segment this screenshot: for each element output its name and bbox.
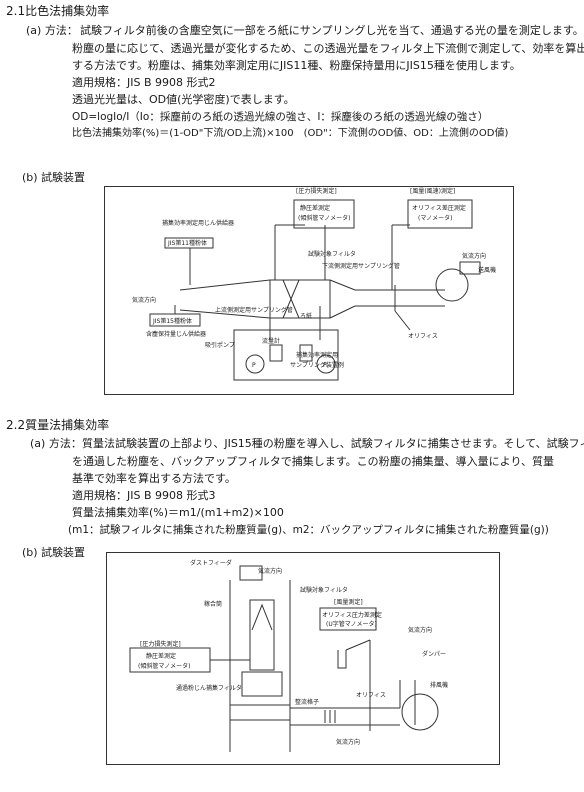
- d2-airflow-top: 気流方向: [258, 567, 282, 575]
- d2-static-pressure: 静圧差測定: [146, 652, 176, 660]
- d1-jis11: JIS第11種粉体: [167, 239, 207, 247]
- d1-pump-symbol-1: P: [252, 362, 256, 369]
- d1-airflow-out: 気流方向: [462, 252, 486, 260]
- d1-incline-manometer: (傾斜管マノメータ): [298, 214, 351, 222]
- d1-orifice: オリフィス: [408, 333, 438, 340]
- d1-sampler-2: サンプリング装置例: [290, 361, 344, 369]
- section-2-1-line-2: 粉塵の量に応じて、透過光量が変化するため、この透過光量をフィルタ上下流側で測定し…: [72, 42, 584, 55]
- d1-jis15: JIS第15種粉体: [152, 317, 192, 325]
- section-2-2-line-4: 適用規格：JIS B 9908 形式3: [72, 489, 216, 502]
- d2-backup-filter: 通過粉じん捕集フィルタ: [176, 684, 242, 692]
- diagram-2-frame: [106, 552, 500, 765]
- apparatus-label-2-2: (b) 試験装置: [22, 546, 86, 559]
- section-2-1-line-1: 試験フィルタ前後の含塵空気に一部をろ紙にサンプリングし光を当て、通過する光の量を…: [80, 24, 584, 37]
- section-2-1-line-4: 適用規格：JIS B 9908 形式2: [72, 76, 216, 89]
- d1-static-pressure: 静圧差測定: [300, 204, 330, 212]
- section-2-2-heading: 2.2質量法捕集効率: [6, 418, 110, 432]
- apparatus-label-2-1: (b) 試験装置: [22, 171, 86, 184]
- section-2-2-line-2: を通過した粉塵を、バックアップフィルタで捕集します。この粉塵の捕集量、導入量によ…: [72, 455, 555, 468]
- d1-airflow-in: 気流方向: [132, 296, 156, 304]
- d2-dust-feeder: ダストフィーダ: [190, 559, 232, 567]
- d2-orifice-diff: オリフィス圧力差測定: [322, 611, 382, 619]
- diagram-1-frame: [104, 186, 514, 395]
- d2-airflow-right: 気流方向: [408, 626, 432, 634]
- d1-test-filter: 試験対象フィルタ: [308, 250, 356, 258]
- d2-u-manometer: (U字管マノメータ): [326, 620, 377, 628]
- section-2-2-line-3: 基準で効率を算出する方法です。: [72, 472, 236, 485]
- section-2-2-line-1: 質量法試験装置の上部より、JIS15種の粉塵を導入し、試験フィルタに捕集させます…: [82, 437, 584, 450]
- d1-blower: 送風機: [478, 266, 496, 274]
- section-2-1-line-6: OD=logIo/I（Io：採塵前のろ紙の透過光線の強さ、I：採塵後のろ紙の透過…: [72, 111, 489, 123]
- d1-upstream-nozzle: 上流側測定用サンプリング管: [215, 306, 293, 314]
- d2-straightener: 整流格子: [295, 698, 319, 706]
- d1-pressure-loss-title: [圧力損失測定]: [296, 187, 337, 195]
- section-2-1-line-3: する方法です。粉塵は、捕集効率測定用にJIS11種、粉塵保持量用にJIS15種を…: [72, 59, 521, 72]
- d1-orifice-diff: オリフィス差圧測定: [412, 204, 466, 212]
- d2-airflow-bottom: 気流方向: [336, 738, 360, 746]
- method-label-2-1: (a) 方法：: [26, 24, 78, 37]
- method-label-2-2: (a) 方法：: [30, 437, 82, 450]
- d1-flowmeter: 流量計: [262, 337, 280, 345]
- d1-filter-paper: ろ紙: [300, 312, 312, 320]
- d2-incline-manometer: (傾斜管マノメータ): [138, 662, 191, 670]
- d1-manometer: (マノメータ): [418, 214, 453, 222]
- d1-airflow-title: [風量(風速)測定]: [410, 187, 455, 195]
- d2-blower: 排風機: [430, 681, 448, 689]
- section-2-2-line-5: 質量法捕集効率(%)＝m1/(m1+m2)×100: [72, 506, 284, 519]
- section-2-1-line-5: 透過光光量は、OD値(光学密度)で表します。: [72, 93, 295, 106]
- section-2-1-line-7: 比色法捕集効率(%)＝(1-OD"下流/OD上流)×100 (OD"：下流側のO…: [72, 128, 509, 139]
- d1-dust-feeder-upper: 捕集効率測定用じん供給器: [162, 219, 234, 227]
- d2-pressure-loss-title: [圧力損失測定]: [140, 640, 181, 648]
- section-2-2-line-6: (m1：試験フィルタに捕集された粉塵質量(g)、m2：バックアップフィルタに捕集…: [68, 524, 549, 536]
- d2-airflow-title: [風量測定]: [334, 598, 363, 606]
- d2-damper: ダンパー: [422, 650, 446, 658]
- d2-mixing-tube: 稼合筒: [204, 600, 222, 608]
- d1-pump-symbol-2: P: [323, 362, 327, 369]
- d2-test-filter: 試験対象フィルタ: [300, 586, 348, 594]
- d1-dust-feeder-lower: 含塵保持量じん供給器: [146, 330, 206, 338]
- d1-sampler-1: 捕集効率測定用: [296, 351, 338, 359]
- d1-suction-pump: 吸引ポンプ: [205, 341, 235, 349]
- d2-orifice: オリフィス: [356, 692, 386, 699]
- d1-downstream-nozzle: 下流側測定用サンプリング管: [322, 262, 400, 270]
- section-2-1-heading: 2.1比色法捕集効率: [6, 4, 110, 18]
